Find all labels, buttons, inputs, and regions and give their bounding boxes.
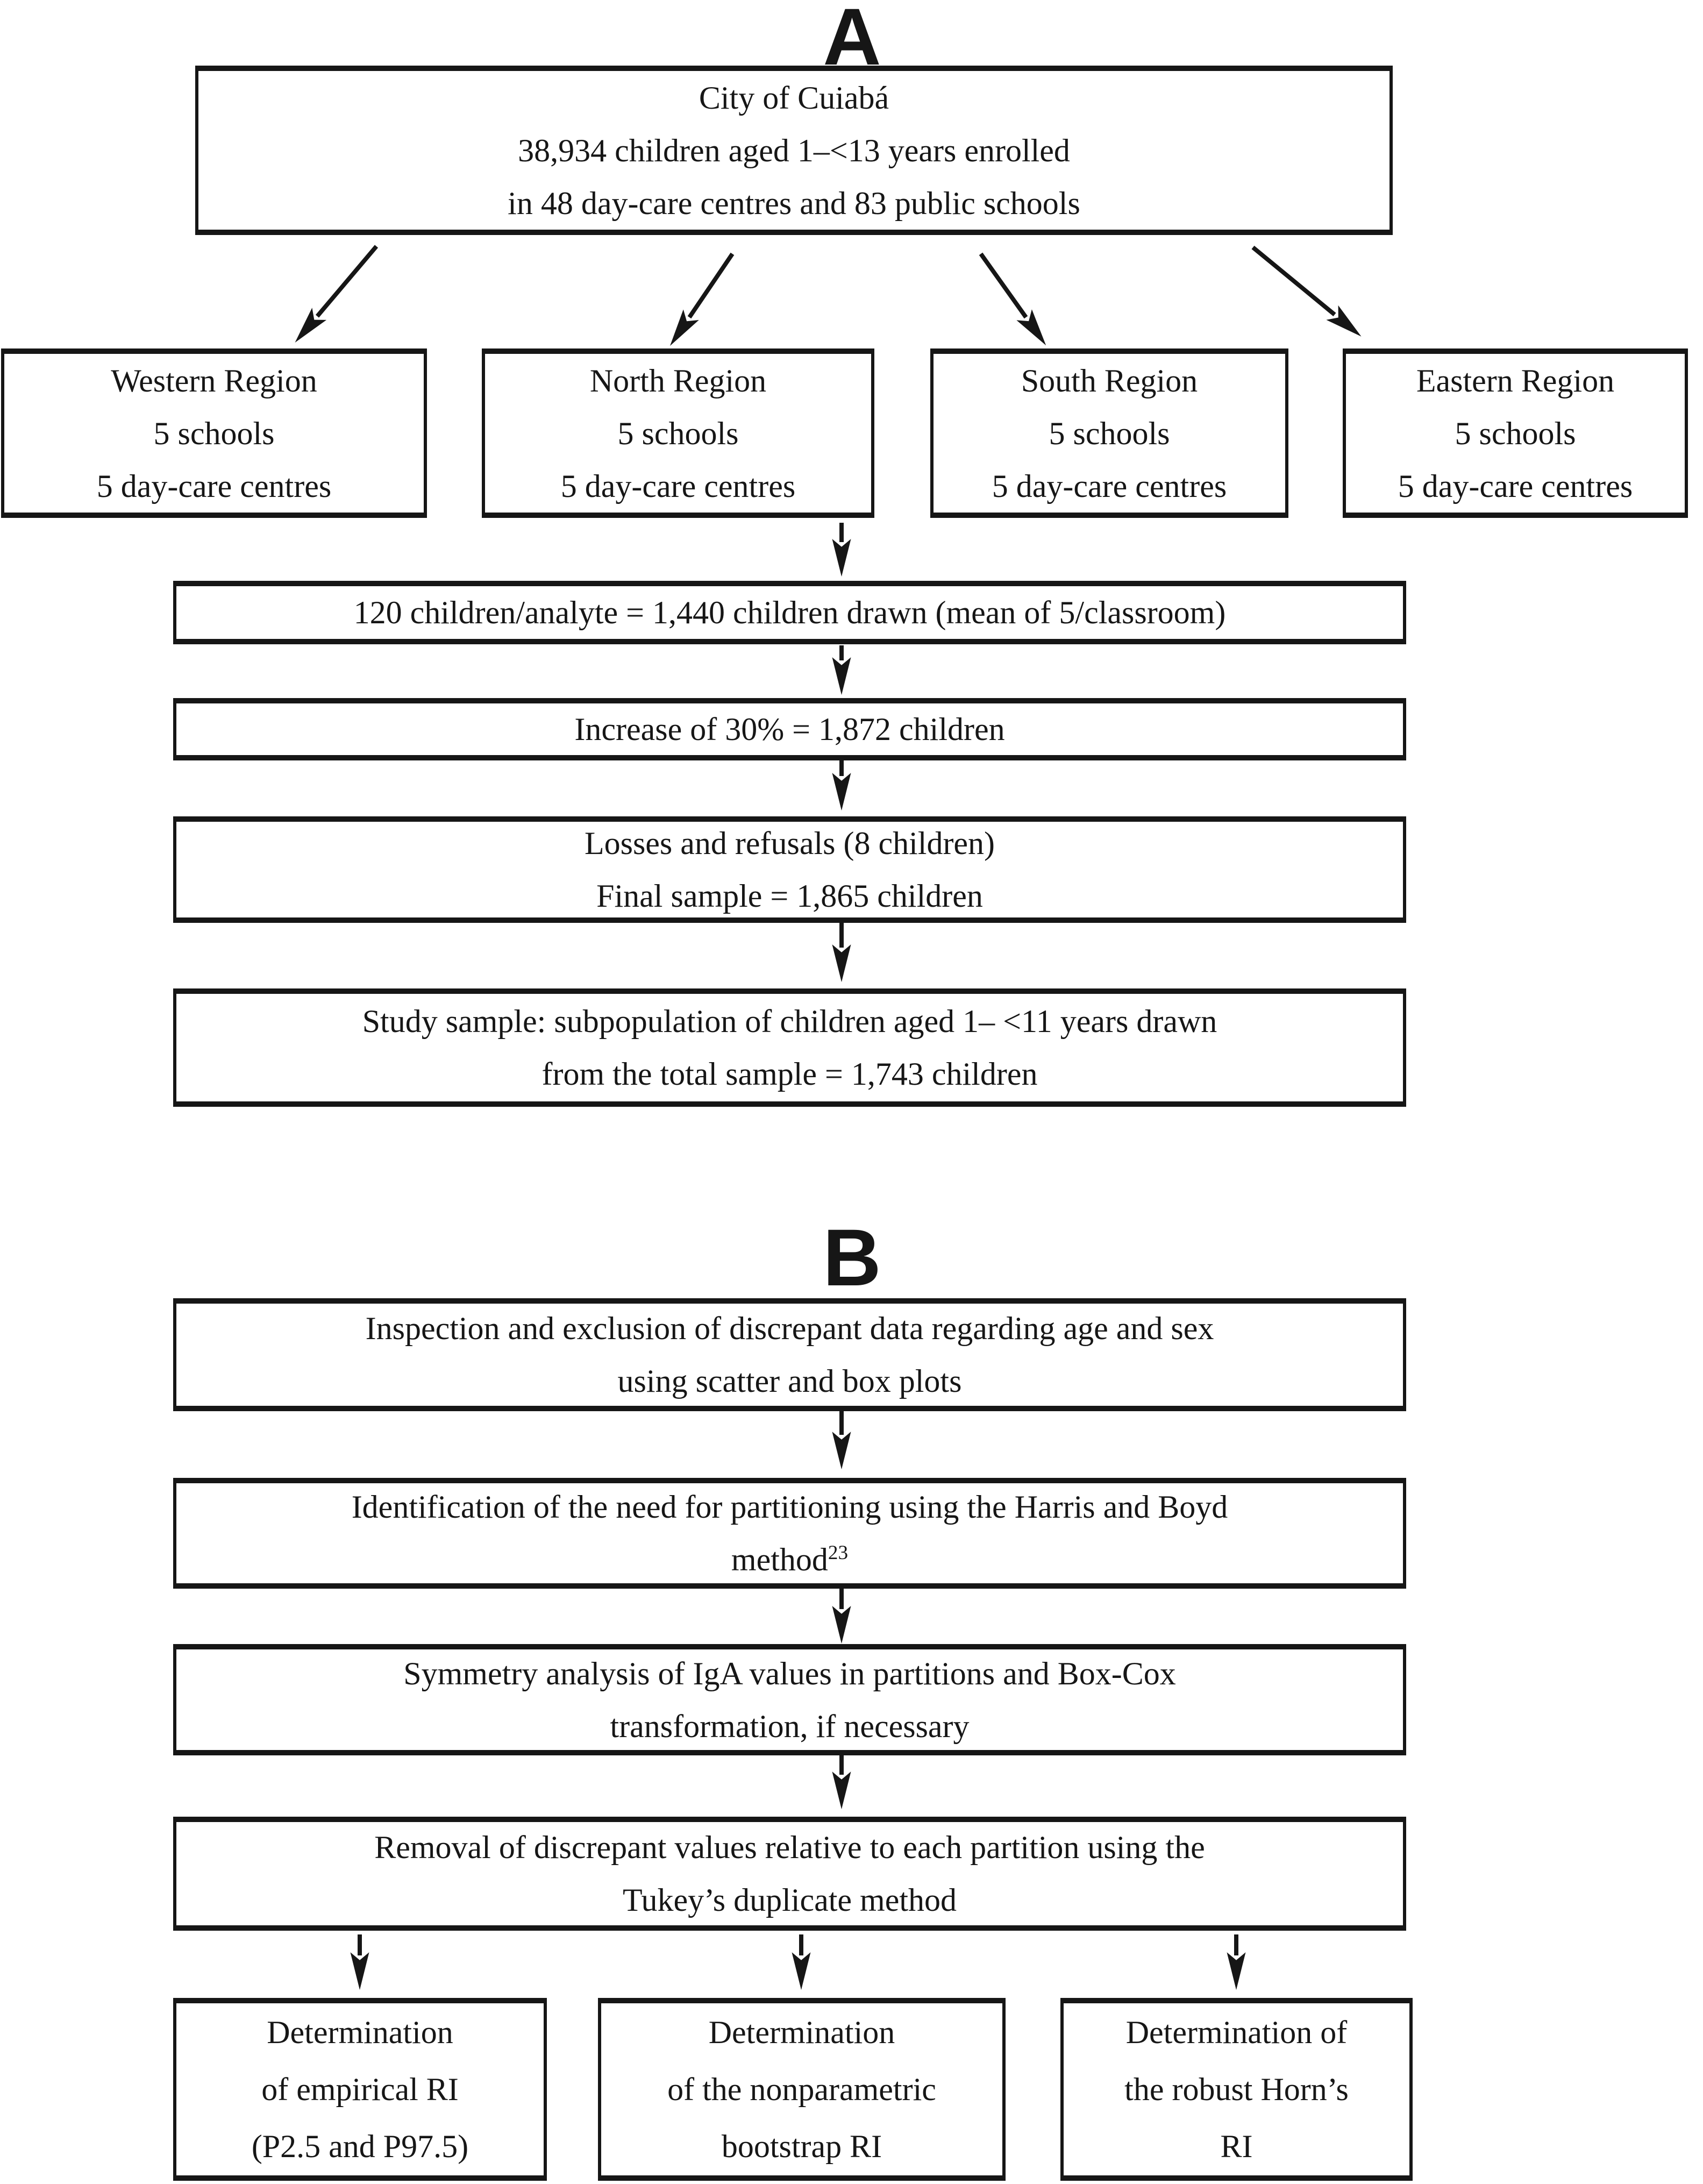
source-line: City of Cuiabá <box>699 80 889 116</box>
output-line: Determination <box>267 2015 453 2050</box>
output-line: of empirical RI <box>261 2072 459 2107</box>
box-partitioning-harris-boyd: Identification of the need for partition… <box>173 1478 1406 1589</box>
region-line: 5 day-care centres <box>96 468 332 504</box>
region-line: Western Region <box>111 362 317 399</box>
step-line: Study sample: subpopulation of children … <box>362 1004 1217 1039</box>
output-line: (P2.5 and P97.5) <box>251 2129 469 2164</box>
box-nonparametric-bootstrap-ri: Determination of the nonparametric boots… <box>598 1998 1006 2181</box>
step-line: from the total sample = 1,743 children <box>541 1056 1038 1092</box>
region-line: Eastern Region <box>1416 362 1615 399</box>
region-line: South Region <box>1021 362 1198 399</box>
output-line: the robust Horn’s <box>1124 2072 1349 2107</box>
step-line: Losses and refusals (8 children) <box>584 826 995 861</box>
box-western-region: Western Region 5 schools 5 day-care cent… <box>1 348 427 518</box>
arrow-to-north-region <box>669 252 735 346</box>
step-line: Inspection and exclusion of discrepant d… <box>365 1311 1214 1346</box>
step-line: Symmetry analysis of IgA values in parti… <box>403 1655 1176 1691</box>
box-losses-refusals: Losses and refusals (8 children) Final s… <box>173 816 1406 923</box>
output-line: Determination <box>708 2015 895 2050</box>
box-symmetry-analysis: Symmetry analysis of IgA values in parti… <box>173 1644 1406 1755</box>
step-line: 120 children/analyte = 1,440 children dr… <box>353 595 1226 630</box>
box-robust-horns-ri: Determination of the robust Horn’s RI <box>1060 1998 1413 2181</box>
region-line: 5 day-care centres <box>992 468 1227 504</box>
box-north-region: North Region 5 schools 5 day-care centre… <box>482 348 874 518</box>
step-line: Identification of the need for partition… <box>351 1489 1228 1525</box>
source-line: in 48 day-care centres and 83 public sch… <box>508 185 1080 221</box>
step-line: Final sample = 1,865 children <box>596 878 983 914</box>
arrow-to-western-region <box>295 245 379 343</box>
step-line: Increase of 30% = 1,872 children <box>574 712 1005 747</box>
region-line: 5 schools <box>617 415 739 451</box>
step-line: method23 <box>731 1533 848 1586</box>
method-word: method <box>731 1542 828 1577</box>
step-line: using scatter and box plots <box>617 1363 962 1399</box>
box-city-of-cuiaba: City of Cuiabá 38,934 children aged 1–<1… <box>195 66 1393 235</box>
arrow-to-eastern-region <box>1251 245 1362 337</box>
box-study-sample: Study sample: subpopulation of children … <box>173 988 1406 1107</box>
panel-b-label: B <box>823 1212 881 1303</box>
box-removal-tukey: Removal of discrepant values relative to… <box>173 1817 1406 1931</box>
box-children-drawn: 120 children/analyte = 1,440 children dr… <box>173 581 1406 644</box>
output-line: bootstrap RI <box>721 2129 882 2164</box>
step-line: Removal of discrepant values relative to… <box>374 1830 1205 1865</box>
box-increase-30pct: Increase of 30% = 1,872 children <box>173 698 1406 760</box>
arrow-to-south-region <box>979 252 1046 346</box>
region-line: 5 day-care centres <box>560 468 796 504</box>
box-empirical-ri: Determination of empirical RI (P2.5 and … <box>173 1998 547 2181</box>
region-line: 5 schools <box>1049 415 1170 451</box>
output-line: Determination of <box>1125 2015 1348 2050</box>
output-line: RI <box>1220 2129 1253 2164</box>
region-line: 5 day-care centres <box>1398 468 1633 504</box>
output-line: of the nonparametric <box>667 2072 936 2107</box>
step-line: Tukey’s duplicate method <box>622 1882 957 1918</box>
region-line: 5 schools <box>1455 415 1576 451</box>
step-line: transformation, if necessary <box>610 1708 970 1744</box>
box-south-region: South Region 5 schools 5 day-care centre… <box>930 348 1288 518</box>
box-eastern-region: Eastern Region 5 schools 5 day-care cent… <box>1343 348 1688 518</box>
reference-superscript: 23 <box>828 1542 849 1564</box>
region-line: North Region <box>589 362 767 399</box>
source-line: 38,934 children aged 1–<13 years enrolle… <box>518 132 1070 168</box>
box-inspection-exclusion: Inspection and exclusion of discrepant d… <box>173 1298 1406 1411</box>
region-line: 5 schools <box>153 415 275 451</box>
